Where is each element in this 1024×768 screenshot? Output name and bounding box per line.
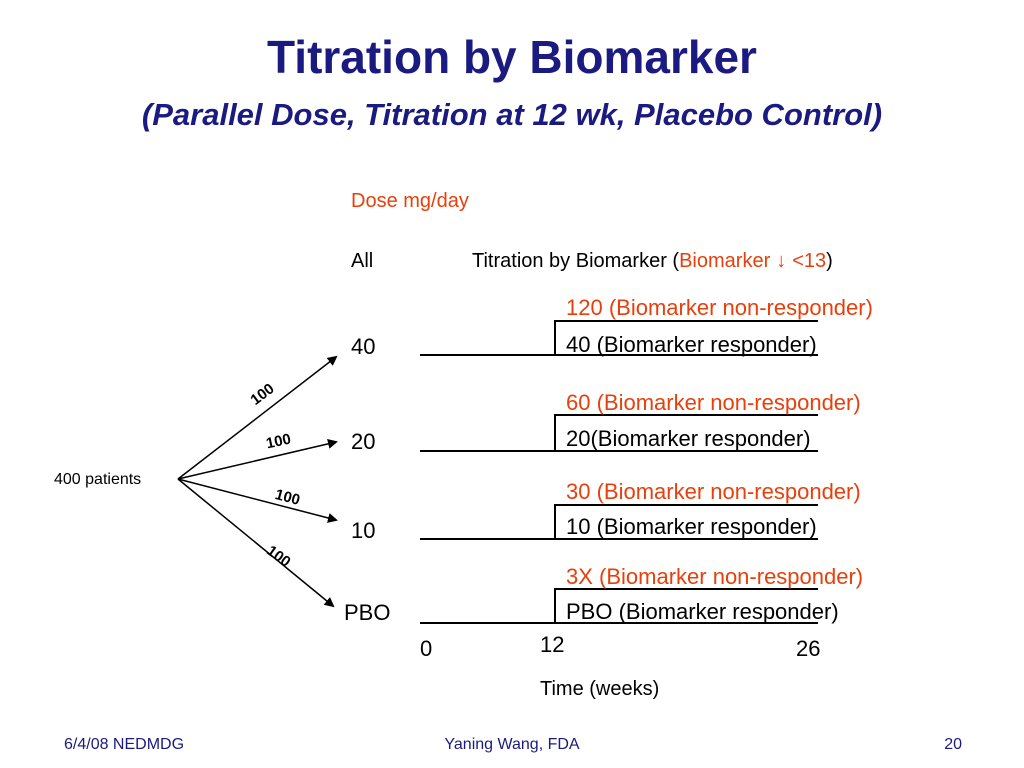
- arm-10-responder: 10 (Biomarker responder): [566, 514, 817, 539]
- dose-header: Dose mg/day: [351, 190, 469, 212]
- titration-prefix: Titration by Biomarker (: [472, 250, 680, 272]
- branch-arrow-pbo: [177, 478, 335, 608]
- dose-label-pbo: PBO: [344, 600, 391, 625]
- slide-title: Titration by Biomarker: [267, 31, 757, 83]
- arm-10-split: [554, 504, 818, 539]
- time-tick-12: 12: [540, 632, 565, 657]
- arm-40-split: [554, 320, 818, 355]
- dose-label-10: 10: [351, 518, 376, 543]
- branch-arrow-40: [177, 355, 338, 480]
- time-axis-label: Time (weeks): [540, 678, 660, 700]
- footer-date: 6/4/08 NEDMDG: [64, 736, 185, 753]
- arm-20-split: [554, 414, 818, 451]
- arm-pbo-responder: PBO (Biomarker responder): [566, 599, 839, 624]
- time-tick-26: 26: [796, 636, 821, 661]
- arm-10-non-responder: 30 (Biomarker non-responder): [566, 479, 861, 504]
- titration-header: Titration by Biomarker (Biomarker↓<13): [472, 250, 833, 273]
- titration-suffix: ): [826, 250, 833, 272]
- dose-label-20: 20: [351, 429, 376, 454]
- patients-label: 400 patients: [54, 471, 142, 488]
- titration-biomarker: Biomarker: [679, 250, 771, 272]
- arm-pbo-non-responder: 3X (Biomarker non-responder): [566, 564, 864, 589]
- branch-arrow-10: [177, 478, 338, 523]
- arm-pbo-split: [554, 588, 818, 623]
- down-arrow-icon: ↓: [776, 250, 787, 272]
- arm-20-responder: 20(Biomarker responder): [566, 426, 811, 451]
- branch-arrow-20: [177, 438, 338, 480]
- all-label: All: [351, 250, 374, 272]
- footer-author: Yaning Wang, FDA: [444, 736, 580, 753]
- slide-subtitle: (Parallel Dose, Titration at 12 wk, Plac…: [141, 97, 883, 132]
- dose-label-40: 40: [351, 334, 376, 359]
- arm-40-non-responder: 120 (Biomarker non-responder): [566, 295, 873, 320]
- titration-threshold: <13: [792, 250, 827, 272]
- footer-page-number: 20: [944, 736, 962, 753]
- time-tick-0: 0: [420, 636, 433, 661]
- arm-20-non-responder: 60 (Biomarker non-responder): [566, 390, 861, 415]
- arm-40-responder: 40 (Biomarker responder): [566, 332, 817, 357]
